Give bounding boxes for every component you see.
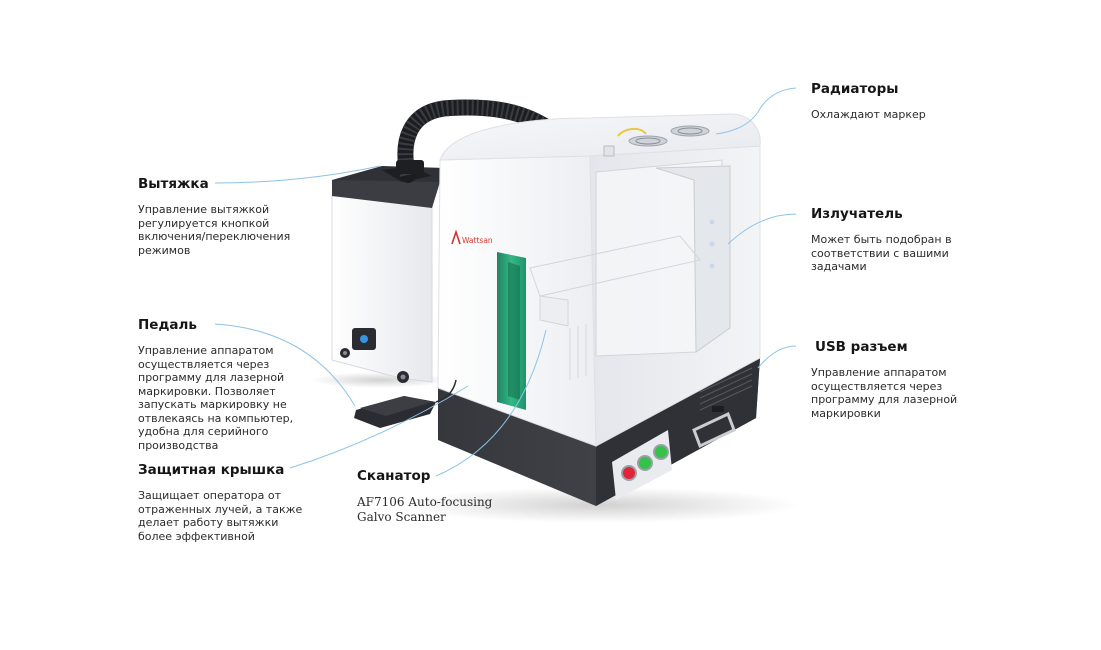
leader-line-emitter bbox=[727, 213, 797, 245]
svg-text:Wattsan: Wattsan bbox=[462, 236, 493, 245]
control-buttons bbox=[621, 444, 669, 481]
callout-usb-port: USB разъем Управление аппаратом осуществ… bbox=[811, 339, 965, 420]
start-button bbox=[637, 455, 653, 471]
callout-scanner-title: Сканатор bbox=[357, 468, 431, 484]
callout-scanner: Сканатор AF7106 Auto-focusing Galvo Scan… bbox=[357, 468, 497, 525]
callout-exhaust-title: Вытяжка bbox=[138, 176, 209, 192]
callout-radiators-title: Радиаторы bbox=[811, 81, 899, 97]
callout-pedal-description: Управление аппаратом осуществляется чере… bbox=[138, 344, 294, 452]
callout-protective-cover-description: Защищает оператора от отраженных лучей, … bbox=[138, 489, 303, 543]
brand-logo: Wattsan bbox=[451, 229, 493, 245]
callout-usb-port-description: Управление аппаратом осуществляется чере… bbox=[811, 366, 958, 420]
stop-button bbox=[621, 465, 637, 481]
callout-emitter: Излучатель Может быть подобран в соответ… bbox=[811, 206, 961, 274]
callout-exhaust: Вытяжка Управление вытяжкой регулируется… bbox=[138, 176, 298, 257]
leader-line-exhaust bbox=[214, 165, 381, 184]
leader-lines bbox=[214, 87, 797, 477]
callout-scanner-description: AF7106 Auto-focusing Galvo Scanner bbox=[357, 495, 493, 524]
callout-protective-cover-title: Защитная крышка bbox=[138, 462, 285, 478]
callout-exhaust-description: Управление вытяжкой регулируется кнопкой… bbox=[138, 203, 291, 257]
exhaust-hose bbox=[396, 99, 556, 183]
callout-protective-cover: Защитная крышка Защищает оператора от от… bbox=[138, 462, 303, 543]
foot-pedal bbox=[354, 379, 457, 428]
leader-line-pedal bbox=[214, 323, 356, 407]
exhaust-unit bbox=[331, 166, 445, 383]
callout-emitter-description: Может быть подобран в соответствии с ваш… bbox=[811, 233, 952, 273]
callout-radiators-description: Охлаждают маркер bbox=[811, 108, 926, 121]
power-button bbox=[653, 444, 669, 460]
marking-machine: Wattsan bbox=[437, 113, 761, 506]
leader-line-scanner bbox=[435, 329, 547, 477]
leader-line-usb bbox=[757, 345, 797, 369]
callout-emitter-title: Излучатель bbox=[811, 206, 903, 222]
callout-pedal-title: Педаль bbox=[138, 317, 197, 333]
leader-line-cover bbox=[289, 385, 469, 469]
protective-cover-window bbox=[497, 252, 526, 410]
floor-shadow bbox=[400, 487, 800, 523]
callout-pedal: Педаль Управление аппаратом осуществляет… bbox=[138, 317, 298, 452]
radiator-fans bbox=[603, 125, 710, 157]
callout-usb-port-title: USB разъем bbox=[815, 339, 908, 355]
callout-radiators: Радиаторы Охлаждают маркер bbox=[811, 81, 991, 122]
leader-line-radiators bbox=[715, 87, 797, 135]
